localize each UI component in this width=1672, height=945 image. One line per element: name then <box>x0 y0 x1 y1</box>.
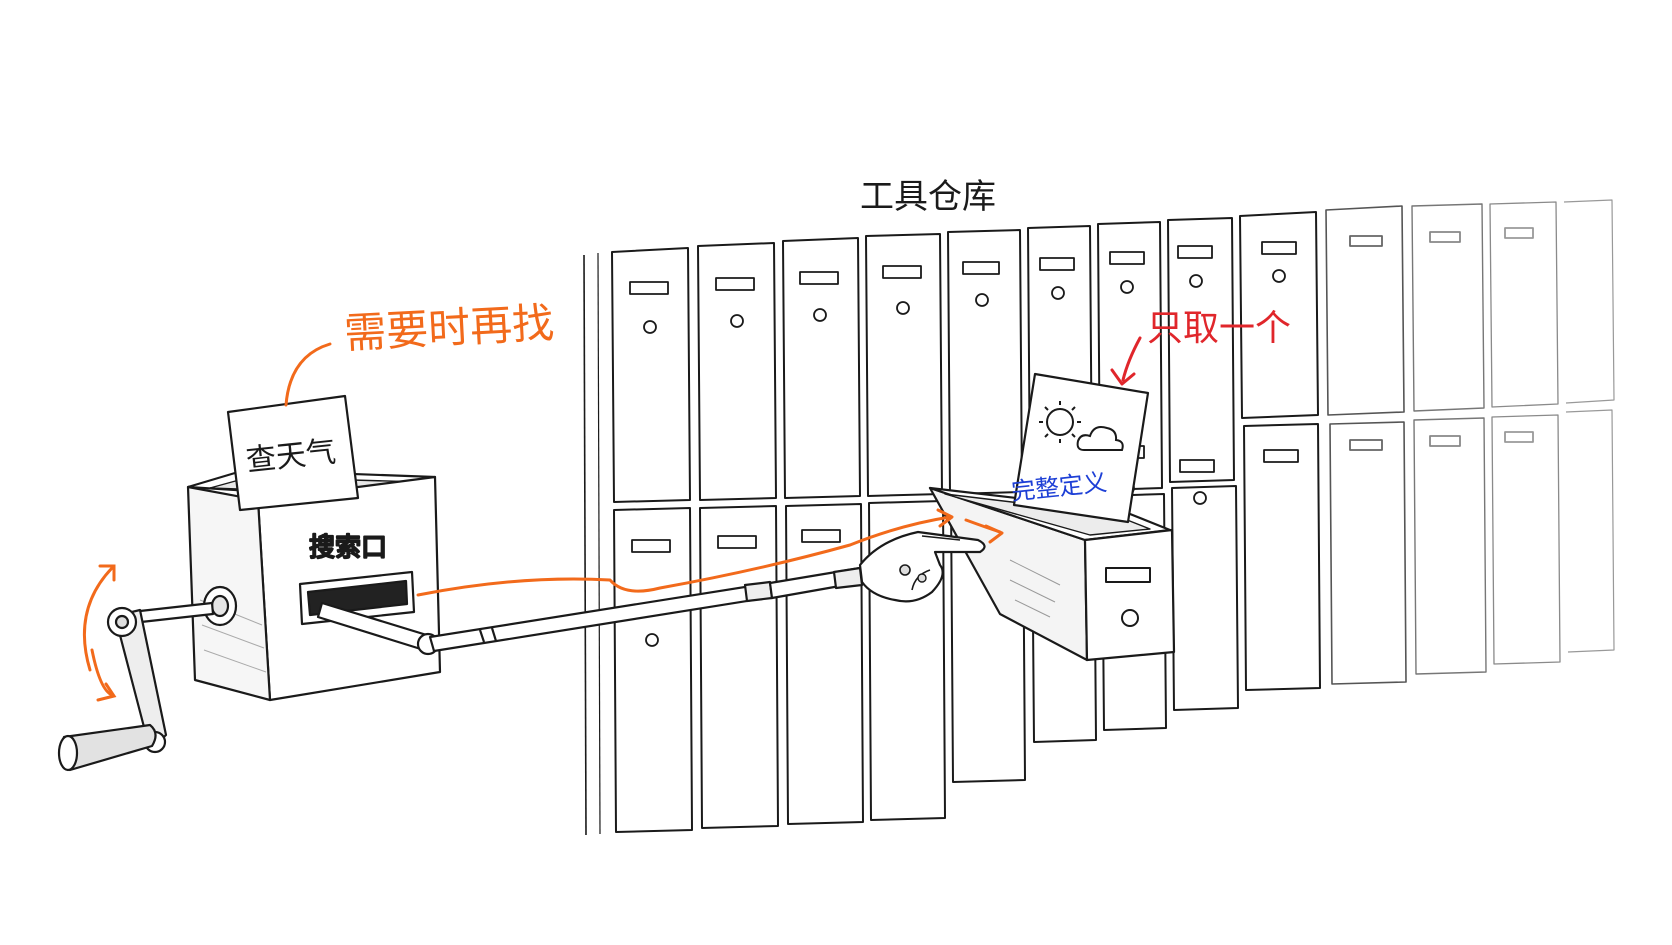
locker-row-top <box>611 199 1615 503</box>
pick-note-label: 只取一个 <box>1147 308 1291 349</box>
flow-arrow <box>416 508 1004 597</box>
tool-definition-card: 完整定义 <box>1010 372 1150 524</box>
pointing-hand-icon <box>858 530 986 603</box>
warehouse-title: 工具仓库 <box>860 177 996 217</box>
cloud-icon <box>1076 426 1124 451</box>
sun-icon <box>1039 401 1081 443</box>
locker-plates-top <box>629 227 1534 334</box>
search-port-label: 搜索口 <box>309 533 387 563</box>
search-machine: 搜索口 <box>186 468 442 702</box>
query-card: 查天气 <box>226 394 360 512</box>
hand-crank[interactable] <box>57 601 215 772</box>
rotate-arrow-icon <box>82 564 117 702</box>
pick-note: 只取一个 <box>1110 308 1291 386</box>
search-note-label: 需要时再找 <box>343 298 555 358</box>
search-note: 需要时再找 <box>284 298 555 407</box>
open-drawer <box>928 486 1176 662</box>
telescopic-arm <box>316 564 876 656</box>
